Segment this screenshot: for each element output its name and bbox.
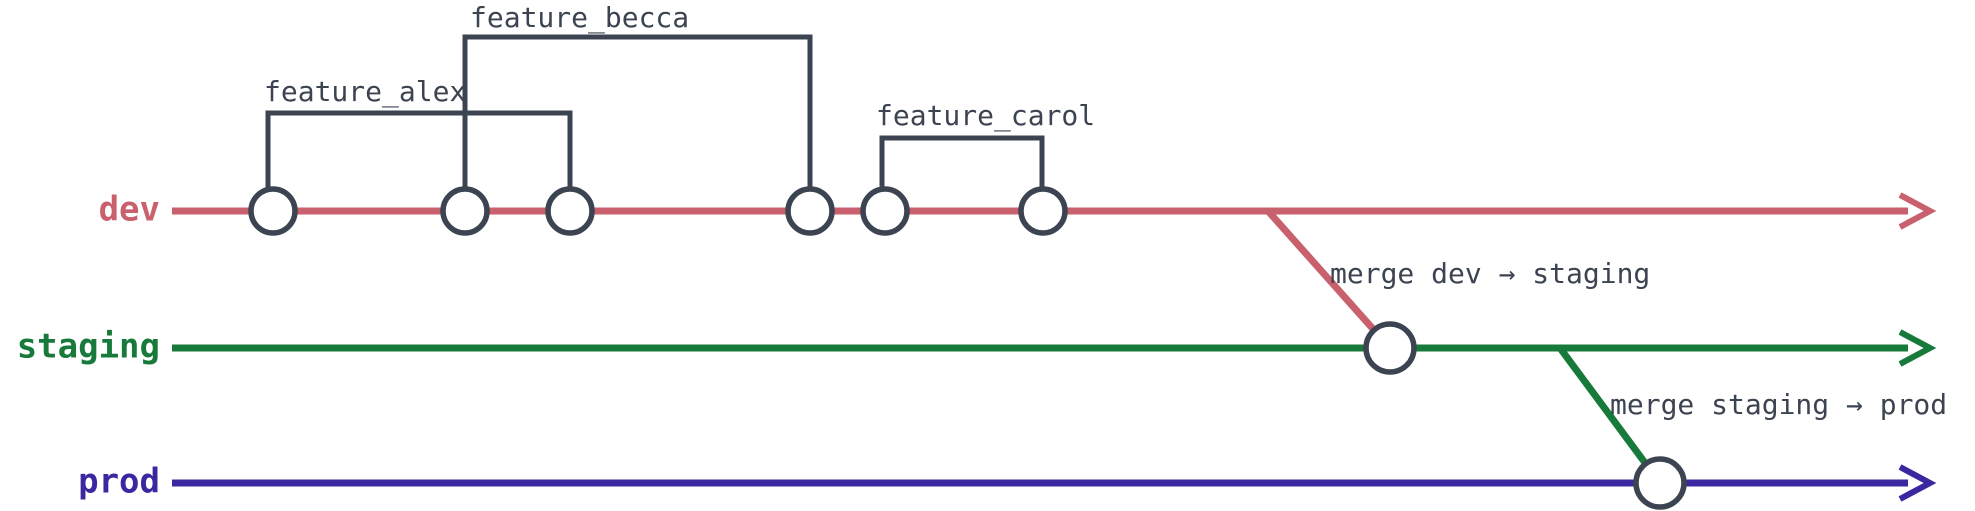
feature-brackets-group — [265, 34, 1045, 190]
commit-node[interactable] — [1018, 186, 1068, 236]
commit-nodes-group — [248, 186, 1687, 510]
commit-node-prod-merge[interactable] — [1633, 456, 1687, 510]
branch-label-staging: staging — [17, 327, 160, 367]
branch-label-dev: dev — [99, 190, 160, 230]
merge-lines-group — [1265, 208, 1663, 486]
commit-node[interactable] — [785, 186, 835, 236]
feature-label-becca: feature_becca — [470, 1, 689, 35]
feature-bracket-alex — [265, 110, 573, 190]
commit-node[interactable] — [440, 186, 490, 236]
feature-label-alex: feature_alex — [264, 75, 466, 109]
commit-node[interactable] — [545, 186, 595, 236]
feature-labels-group: feature_alex feature_becca feature_carol — [264, 1, 1095, 133]
arrow-head-dev — [1898, 192, 1937, 230]
feature-bracket-carol — [879, 135, 1045, 190]
branch-arrowheads-group — [1898, 192, 1937, 502]
arrow-head-staging — [1898, 329, 1937, 367]
branch-labels-group: dev staging prod — [17, 190, 160, 502]
commit-node[interactable] — [860, 186, 910, 236]
merge-label-staging-prod: merge staging → prod — [1610, 388, 1947, 421]
feature-bracket-becca — [462, 34, 813, 190]
branch-label-prod: prod — [78, 462, 160, 502]
merge-label-dev-staging: merge dev → staging — [1330, 257, 1650, 290]
merge-line-dev-staging — [1265, 208, 1393, 351]
merge-line-staging-prod — [1557, 345, 1663, 486]
commit-node-staging-merge[interactable] — [1363, 321, 1417, 375]
arrow-head-prod — [1898, 464, 1937, 502]
feature-label-carol: feature_carol — [876, 99, 1095, 133]
commit-node[interactable] — [248, 186, 298, 236]
merge-labels-group: merge dev → staging merge staging → prod — [1330, 257, 1947, 421]
branch-lines-group — [172, 207, 1908, 487]
